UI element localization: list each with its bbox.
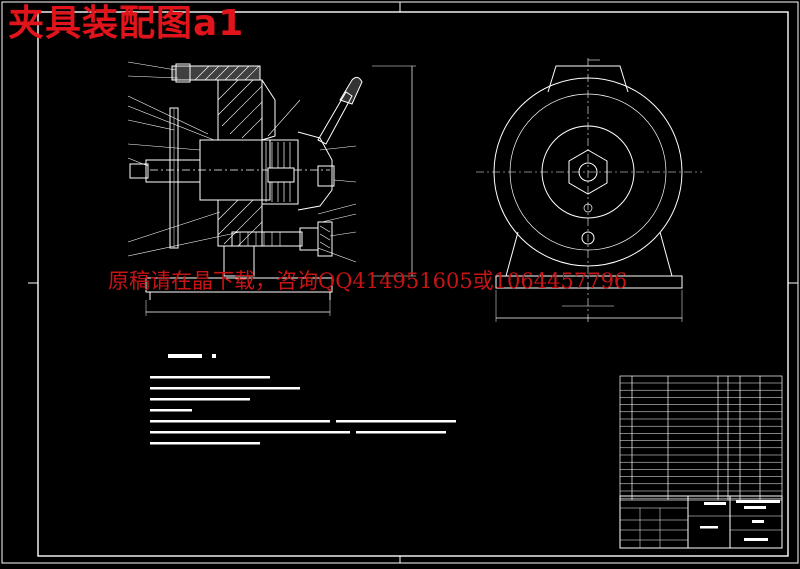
front-section-view xyxy=(129,63,416,316)
parts-list-table xyxy=(619,375,783,501)
side-view xyxy=(476,58,702,322)
title-block-fills xyxy=(700,500,780,541)
technical-notes xyxy=(150,354,456,445)
watermark-text: 原稿请在晶下载，咨询QQ414951605或1064457796 xyxy=(108,269,628,293)
balloon-leaders xyxy=(127,61,357,263)
drawing-title: 夹具装配图a1 xyxy=(8,3,245,44)
title-block xyxy=(619,495,783,549)
